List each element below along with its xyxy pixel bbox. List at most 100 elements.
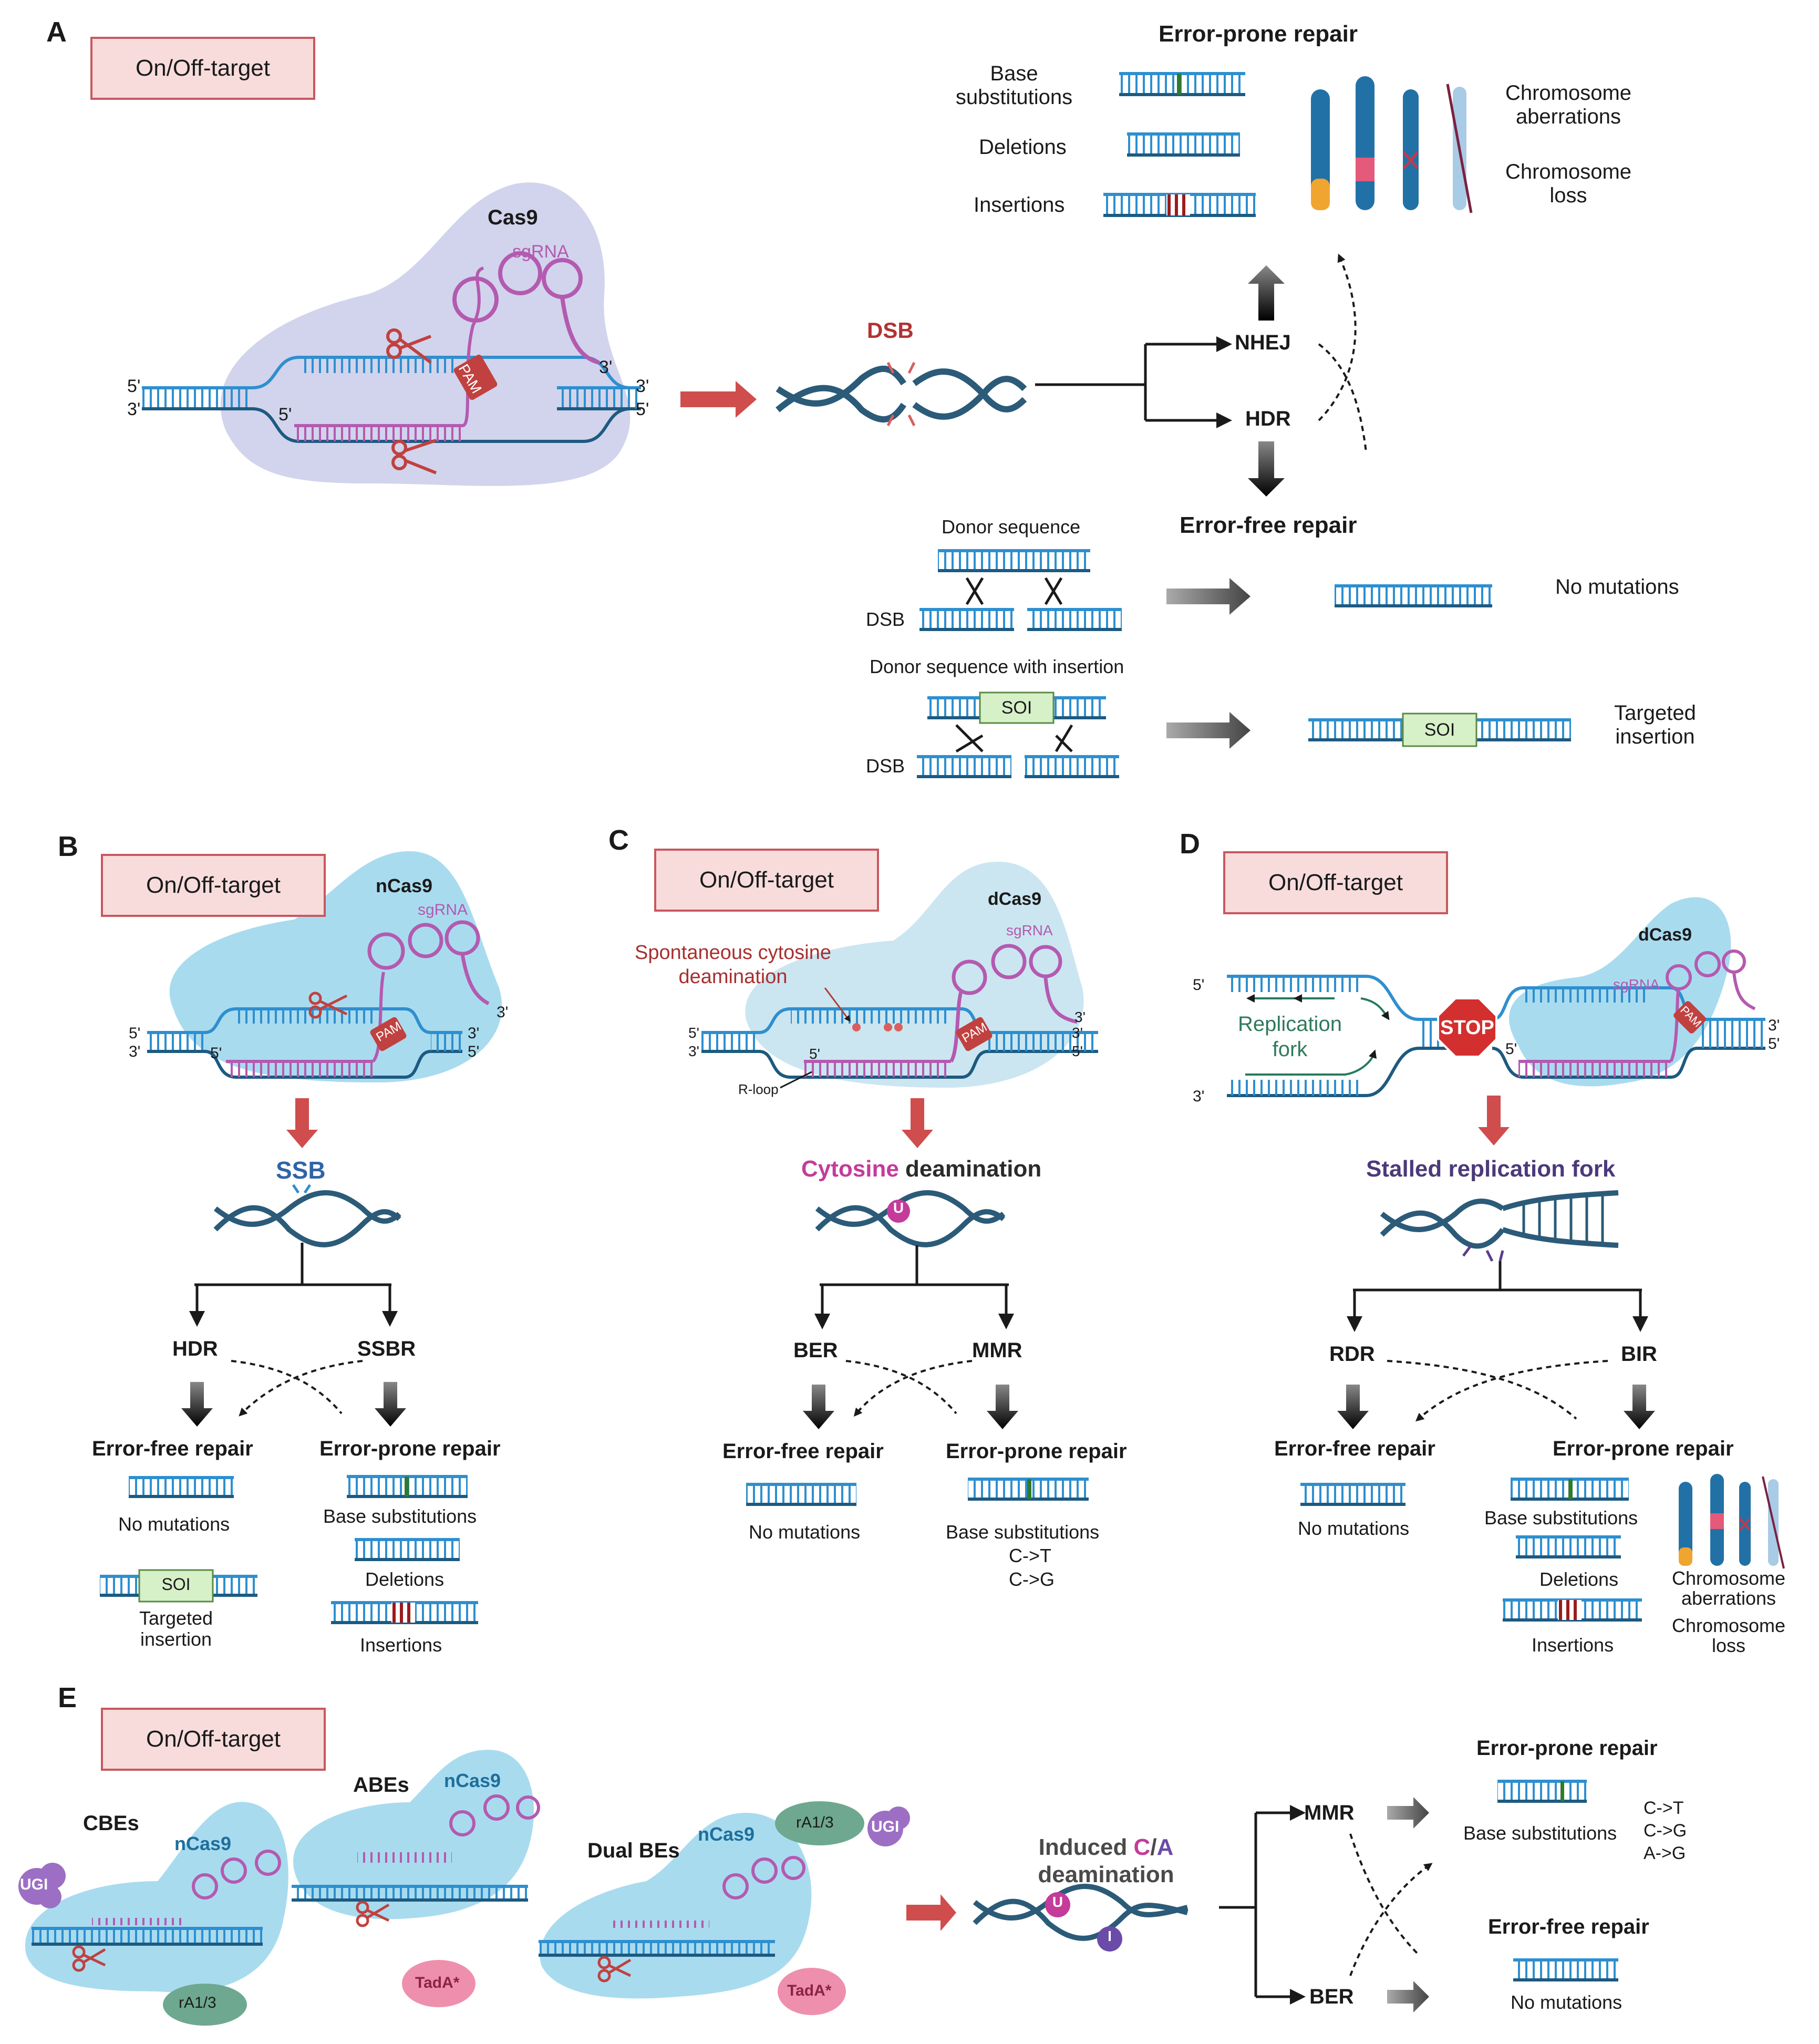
ssb-helix — [213, 1190, 401, 1247]
scissors-icon — [597, 1956, 632, 1983]
on-off-target-tag: On/Off-target — [101, 1708, 326, 1771]
no-mutations-label: No mutations — [749, 1521, 861, 1543]
error-prone-title: Error-prone repair — [946, 1440, 1127, 1463]
base-sub-label: Base substitutions — [323, 1505, 477, 1527]
red-arrow — [286, 1098, 318, 1148]
hdr-label: HDR — [1245, 407, 1291, 430]
error-free-title: Error-free repair — [722, 1440, 884, 1463]
soi-box — [138, 1569, 214, 1603]
dna-duplex-a — [142, 266, 641, 443]
dsb-label: DSB — [867, 318, 914, 343]
free-a-graphics — [917, 549, 1571, 778]
red-arrow — [680, 381, 757, 418]
stop-sign-icon — [1437, 997, 1497, 1058]
panel-d-graphics — [1227, 897, 1785, 1622]
strand-end-label: 3' — [127, 399, 141, 419]
no-mutations-label: No mutations — [118, 1513, 230, 1535]
soi-label: SOI — [1001, 698, 1032, 718]
inosine-letter: I — [1108, 1928, 1112, 1944]
donor-sequence-label: Donor sequence — [942, 516, 1081, 538]
ncas9-label: nCas9 — [174, 1833, 232, 1854]
base-sub-label: Base substitutions — [1463, 1822, 1617, 1844]
chromosome-icons — [1311, 76, 1473, 213]
ag-label: A->G — [1644, 1843, 1686, 1863]
sgrna-label: sgRNA — [418, 901, 468, 918]
pam-badge-a — [453, 354, 498, 400]
panel-e-graphics — [18, 1750, 1618, 2026]
stalled-fork-label: Stalled replication fork — [1366, 1156, 1616, 1182]
prone-a-graphics — [1103, 72, 1473, 217]
ssb-label: SSB — [276, 1157, 326, 1184]
rna-end-label: 5' — [809, 1046, 820, 1062]
ra13-label: rA1/3 — [796, 1814, 834, 1831]
fat-down-arrow — [1248, 441, 1285, 497]
strand-end-label: 3' — [1072, 1025, 1083, 1041]
error-free-title: Error-free repair — [1488, 1915, 1649, 1938]
on-off-target-tag: On/Off-target — [1223, 851, 1448, 914]
strand-end-label: 5' — [129, 1025, 141, 1042]
strand-end-label: 5' — [636, 399, 649, 419]
tada-label: TadA* — [787, 1982, 832, 1999]
on-off-target-tag: On/Off-target — [654, 849, 879, 912]
on-off-target-tag: On/Off-target — [90, 37, 315, 100]
strand-end-label: 3' — [468, 1025, 480, 1042]
panel-label-c: C — [608, 824, 629, 856]
rna-end-label: 3' — [1074, 1009, 1086, 1025]
rna-end-label: 5' — [1505, 1040, 1517, 1058]
dcas9-label: dCas9 — [1638, 925, 1692, 945]
dcas9-label: dCas9 — [988, 889, 1042, 909]
rdr-label: RDR — [1329, 1343, 1375, 1366]
mmr-label: MMR — [1304, 1801, 1355, 1824]
cytosine-deamination-label: Cytosine deamination — [801, 1156, 1042, 1182]
ct-label: C->T — [1009, 1545, 1051, 1566]
pam-badge-c — [956, 1017, 993, 1051]
soi-label: SOI — [1424, 720, 1455, 740]
ber-label: BER — [793, 1339, 838, 1362]
soi-label: SOI — [161, 1575, 191, 1594]
soi-box — [1402, 713, 1477, 747]
strand-end-label: 3' — [129, 1043, 141, 1060]
ncas9-label: nCas9 — [444, 1770, 501, 1791]
red-arrow — [906, 1894, 956, 1931]
inosine-marker — [1097, 1926, 1122, 1952]
no-mutations-label: No mutations — [1511, 1991, 1622, 2013]
scissors-icon — [308, 992, 348, 1019]
donor-insertion-label: Donor sequence with insertion — [870, 656, 1124, 677]
panel-label-e: E — [58, 1682, 77, 1713]
panel-label-a: A — [46, 16, 67, 48]
error-prone-title: Error-prone repair — [1159, 21, 1358, 47]
sgrna-label: sgRNA — [1006, 922, 1053, 938]
dsb-helix — [776, 366, 1027, 422]
strand-end-label: 5' — [1768, 1035, 1780, 1052]
branch-lines — [1035, 344, 1147, 420]
ncas9-blob-cbe — [25, 1802, 288, 1993]
ra13-protein — [775, 1801, 864, 1845]
deamination-helix — [815, 1190, 1006, 1247]
no-mutations-label: No mutations — [1298, 1517, 1410, 1539]
ugi-protein — [18, 1863, 66, 1908]
bir-label: BIR — [1621, 1343, 1657, 1366]
hdr-label: HDR — [172, 1337, 218, 1360]
strand-end-label: 5' — [127, 376, 141, 396]
red-arrow — [1478, 1096, 1510, 1145]
ct-label: C->T — [1644, 1798, 1684, 1818]
tada-protein — [778, 1968, 846, 2015]
rna-end-label: 5' — [278, 405, 292, 425]
ra13-label: rA1/3 — [179, 1994, 216, 2011]
uracil-marker — [887, 1200, 910, 1223]
sgrna-hairpins-a — [452, 251, 600, 365]
ber-label: BER — [1309, 1985, 1354, 2008]
error-free-title: Error-free repair — [1274, 1437, 1435, 1460]
strand-end-label: 5' — [1072, 1043, 1083, 1059]
rna-end-label: 3' — [497, 1004, 509, 1021]
insertions-label: Insertions — [360, 1634, 442, 1656]
ncas9-label: nCas9 — [698, 1823, 755, 1845]
tada-label: TadA* — [415, 1974, 460, 1991]
nhej-label: NHEJ — [1235, 331, 1291, 354]
